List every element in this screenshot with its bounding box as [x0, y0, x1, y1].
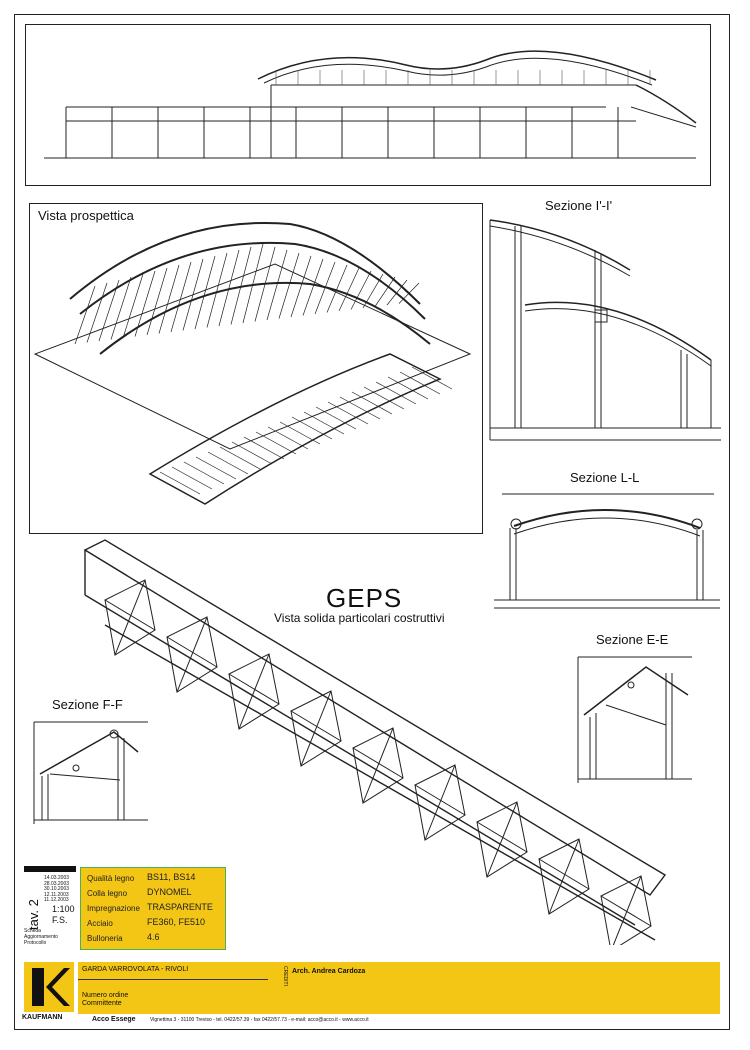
spec-value: DYNOMEL [147, 887, 192, 897]
section-ll-title: Sezione L-L [570, 470, 640, 485]
client-field: Committente [82, 1000, 122, 1007]
section-ee-drawing [577, 656, 692, 783]
spec-label: Acciaio [87, 919, 113, 928]
spec-label: Qualità legno [87, 874, 135, 883]
section-ff-drawing [33, 721, 148, 824]
note-item: Scheda [24, 928, 41, 934]
spec-value: FE360, FE510 [147, 917, 206, 927]
company-name: KAUFMANN [22, 1014, 63, 1021]
partner-name: Acco Essege [92, 1016, 136, 1023]
order-field: Numero ordine [82, 992, 129, 999]
section-ii-drawing [489, 219, 721, 441]
spec-label: Colla legno [87, 889, 128, 898]
drawing-title: GEPS [326, 583, 403, 613]
revision-date: 11.12.2003 [44, 897, 69, 903]
section-ee-title: Sezione E-E [596, 632, 669, 647]
kaufmann-logo-icon [24, 962, 74, 1012]
section-ff-title: Sezione F-F [52, 697, 123, 712]
designer-vertical: CREDITI [282, 966, 288, 986]
drawing-subtitle: Vista solida particolari costruttivi [274, 611, 445, 625]
perspective-drawing [33, 221, 472, 505]
revision-date: 28.03.2003 [44, 880, 70, 887]
revision-date: 14.03.2003 [44, 875, 70, 881]
note-item: Protocollo [24, 940, 47, 946]
format: F.S. [52, 915, 68, 925]
scale: 1:100 [52, 904, 75, 914]
perspective-panel: Vista prospettica [29, 203, 483, 534]
truss-detail-drawing [83, 539, 667, 945]
section-ii-title: Sezione I'-I' [545, 198, 613, 213]
revision-date: 12.11.2003 [44, 891, 69, 898]
title-bar [24, 866, 76, 872]
spec-value: BS11, BS14 [147, 872, 196, 882]
sheet-number: tav. 2 [26, 899, 41, 930]
section-ll-drawing [494, 493, 720, 609]
address-line: Vignettina 3 - 31100 Treviso - tel. 0422… [150, 1017, 369, 1023]
note-item: Aggiornamento [24, 934, 58, 940]
perspective-title: Vista prospettica [38, 208, 134, 223]
spec-label: Bulloneria [87, 934, 123, 943]
designer-name: Arch. Andrea Cardoza [292, 968, 366, 975]
elevation-panel [25, 24, 711, 186]
drawing-sheet [14, 14, 730, 1030]
divider [78, 979, 268, 980]
revision-date: 30.10.2003 [44, 886, 70, 892]
project-strip: GARDA VARROVOLATA - RIVOLI Numero ordine… [78, 962, 720, 1014]
spec-value: 4.6 [147, 932, 160, 942]
spec-value: TRASPARENTE [147, 902, 213, 912]
project-line: GARDA VARROVOLATA - RIVOLI [82, 966, 189, 973]
spec-label: Impregnazione [87, 904, 140, 913]
elevation-drawing [44, 50, 697, 159]
